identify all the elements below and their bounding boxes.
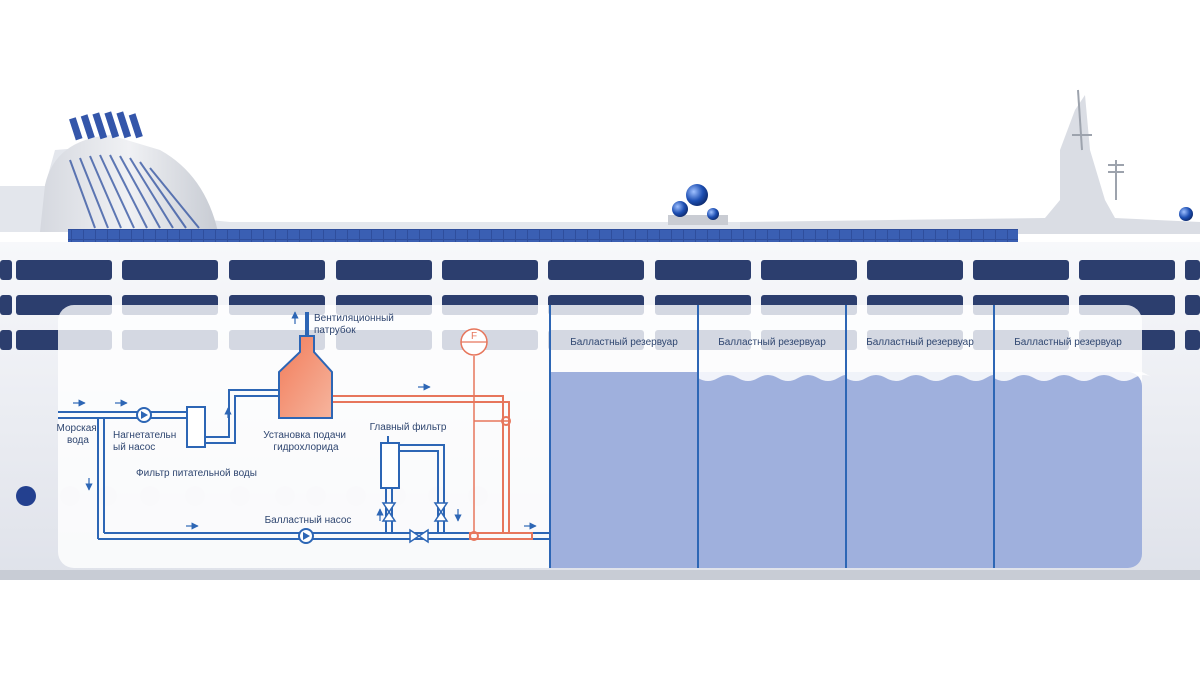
main-filter-branch [385, 488, 393, 533]
radar-mast [1072, 89, 1124, 200]
feed-water-filter [186, 406, 206, 448]
exhaust-stacks [69, 111, 143, 141]
ballast-pump-icon [298, 528, 314, 544]
main-filter-label: Главный фильтр [370, 421, 447, 433]
ballast-tank-label-2: Балластный резервуар [718, 337, 826, 348]
superstructure-right [740, 95, 1200, 234]
ballast-tank-label-1: Балластный резервуар [570, 337, 678, 348]
booster-pump-icon [136, 407, 152, 423]
sea-water-label: Морская вода [57, 423, 100, 446]
dosing-lines [330, 356, 533, 541]
hypochlorite-unit [278, 312, 333, 419]
water-waves [698, 372, 1154, 381]
ballast-tanks: Балластный резервуар Балластный резервуа… [549, 305, 1154, 568]
valve-icon [409, 528, 429, 544]
dosing-pipe [330, 395, 510, 533]
funnel-stripes [69, 154, 200, 229]
solar-panels [68, 229, 1018, 242]
valve-icon [433, 502, 449, 522]
valve-icon [381, 502, 397, 522]
cabin-windows [0, 260, 1200, 350]
vent-pipe-label: Вентиляционный патрубок [314, 313, 397, 336]
feed-filter-label: Фильтр питательной воды [136, 468, 257, 479]
booster-pump-label: Нагнетательн ый насос [113, 430, 179, 453]
main-filter [380, 436, 400, 489]
ballast-tank-label-3: Балластный резервуар [866, 337, 974, 348]
tank-dividers [549, 305, 995, 568]
flow-meter-symbol: F [471, 331, 477, 342]
inlet-down-pipe [97, 418, 105, 539]
ballast-pump-label: Балластный насос [265, 515, 352, 526]
flow-meter-icon: F [460, 328, 488, 356]
inlet-pipe [58, 411, 190, 419]
radar-domes [668, 184, 1193, 225]
funnel [40, 135, 218, 232]
component-labels: Морская вода Нагнетательн ый насос Фильт… [57, 313, 447, 526]
hypochlorite-unit-label: Установка подачи гидрохлорида [263, 430, 349, 453]
ballast-tank-label-4: Балластный резервуар [1014, 337, 1122, 348]
flow-arrow-icon [73, 311, 537, 530]
